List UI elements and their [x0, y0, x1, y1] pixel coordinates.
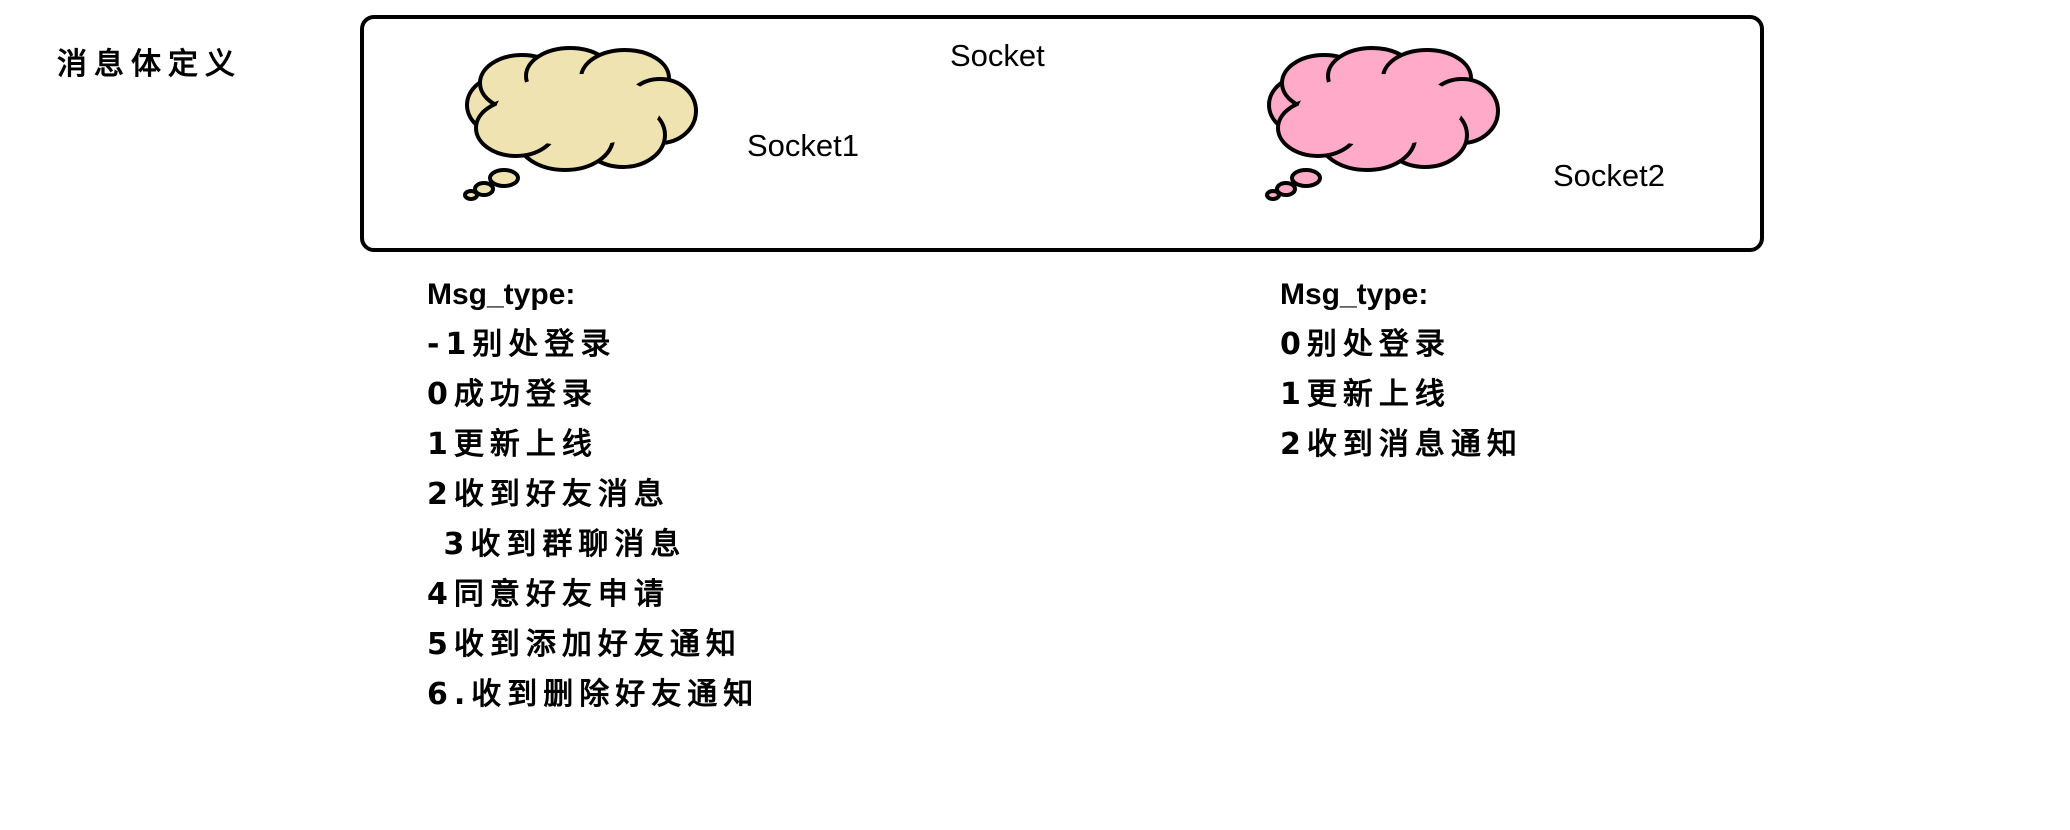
- socket-container: [360, 15, 1764, 252]
- socket-label: Socket: [950, 38, 1045, 73]
- socket2-msg-type-item: 1更新上线: [1280, 377, 1451, 412]
- socket1-msg-type-item: 1更新上线: [427, 427, 598, 462]
- socket1-msg-type-item: 3收到群聊消息: [427, 527, 687, 562]
- socket2-msg-type-item: 0别处登录: [1280, 327, 1451, 362]
- socket2-msg-type-list: Msg_type: 0别处登录 1更新上线 2收到消息通知: [1280, 278, 1523, 478]
- socket1-label: Socket1: [747, 128, 860, 163]
- socket1-msg-type-item: 5收到添加好友通知: [427, 627, 742, 662]
- socket1-msg-type-list: Msg_type: -1别处登录 0成功登录 1更新上线 2收到好友消息 3收到…: [427, 278, 759, 728]
- cloud-socket1-icon: [463, 46, 698, 201]
- socket1-msg-type-item: 0成功登录: [427, 377, 598, 412]
- socket2-msg-type-heading: Msg_type:: [1280, 278, 1429, 311]
- socket2-msg-type-item: 2收到消息通知: [1280, 427, 1523, 462]
- socket1-msg-type-item: 2收到好友消息: [427, 477, 670, 512]
- socket1-msg-type-heading: Msg_type:: [427, 278, 576, 311]
- socket1-msg-type-item: 6.收到删除好友通知: [427, 677, 760, 712]
- page-title: 消息体定义: [57, 47, 242, 82]
- socket1-msg-type-item: 4同意好友申请: [427, 577, 670, 612]
- cloud-socket2-icon: [1265, 46, 1500, 201]
- socket1-msg-type-item: -1别处登录: [427, 327, 617, 362]
- socket2-label: Socket2: [1553, 158, 1666, 193]
